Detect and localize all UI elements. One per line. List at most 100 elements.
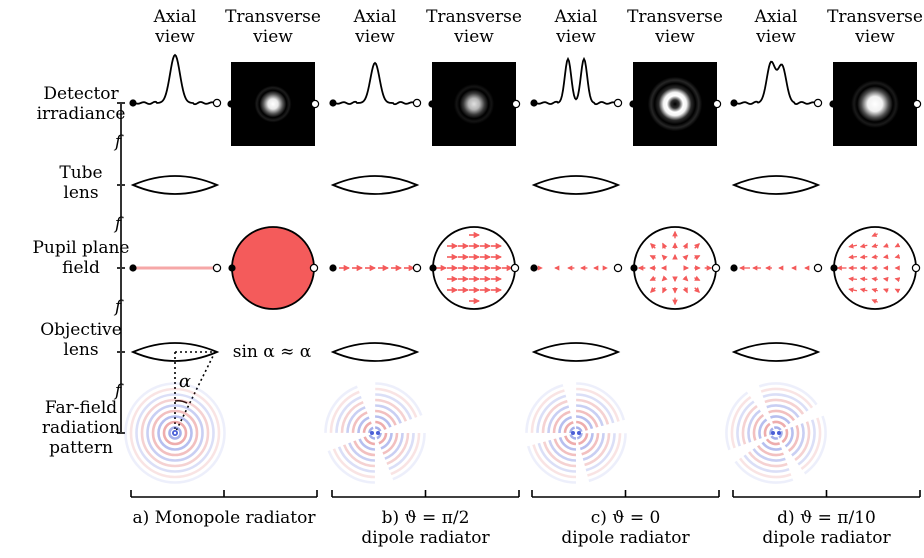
field-arrow [882, 254, 889, 260]
far-field-ring [747, 404, 805, 462]
far-field-ring [541, 398, 611, 468]
field-arrow [682, 275, 689, 282]
pupil-right-dot [911, 263, 921, 273]
focal-length-label: f [113, 132, 124, 152]
dipole-lobe [777, 431, 781, 435]
small-angle-approximation: sin α ≈ α [233, 342, 312, 362]
far-field-ring [146, 404, 204, 462]
far-field-ring [763, 420, 789, 446]
far-field-ring [346, 404, 404, 462]
far-field-pattern [124, 382, 226, 484]
detector-right-dot [310, 99, 320, 109]
far-field-ring [124, 382, 226, 484]
far-field-ring [157, 415, 193, 451]
far-field-ring [536, 393, 616, 473]
objective-lens [531, 342, 621, 362]
open-point-dot [412, 263, 422, 273]
far-field-ring [324, 382, 426, 484]
far-field-ring [741, 398, 811, 468]
objective-lens [731, 342, 821, 362]
tube-lens [531, 175, 621, 195]
detector-spot [446, 76, 502, 132]
pupil-circle [633, 226, 717, 310]
far-field-ring [730, 387, 822, 479]
field-arrow [650, 287, 656, 293]
field-arrow [871, 232, 879, 237]
pupil-left-dot [429, 264, 437, 272]
field-arrow [894, 253, 901, 259]
source-center [173, 431, 177, 435]
far-field-ring [769, 426, 783, 440]
far-field-ring [552, 409, 600, 457]
field-arrow [661, 275, 668, 282]
far-field-ring [168, 426, 182, 440]
axial-irradiance-curve [330, 61, 420, 106]
detector-left-dot [428, 100, 436, 108]
field-arrow [871, 276, 878, 282]
pupil-left-dot [228, 264, 236, 272]
column-caption: a) Monopole radiator [133, 508, 317, 528]
pupil-right-dot [711, 263, 721, 273]
detector-left-dot [629, 100, 637, 108]
field-arrow [871, 287, 878, 293]
pupil-field-disc [231, 226, 315, 310]
field-arrow [894, 242, 901, 248]
field-arrow [848, 254, 857, 260]
pupil-right-dot [309, 263, 319, 273]
focal-point-dot [730, 99, 738, 107]
field-arrow [894, 288, 901, 294]
detector-spot [245, 76, 301, 132]
detector-spot [845, 74, 905, 134]
far-field-ring [357, 415, 393, 451]
far-field-ring [362, 420, 388, 446]
axial-irradiance-curve [731, 60, 821, 105]
far-field-ring [135, 393, 215, 473]
far-field-ring [558, 415, 594, 451]
focal-point-dot [329, 99, 337, 107]
axial-irradiance-curve [130, 53, 220, 106]
dipole-lobe [771, 431, 775, 435]
detector-right-dot [912, 99, 922, 109]
field-arrow [894, 277, 901, 283]
focal-point-dot [530, 99, 538, 107]
field-arrow [871, 299, 879, 304]
focal-length-label: f [113, 381, 124, 401]
field-arrow [694, 255, 701, 261]
focal-point-dot [129, 264, 137, 272]
far-field-ring [547, 404, 605, 462]
far-field-pattern [324, 382, 426, 484]
far-field-ring [530, 387, 622, 479]
alpha-guide-diagonal [174, 351, 216, 434]
far-field-ring [335, 393, 415, 473]
alpha-label: α [179, 371, 191, 392]
dipole-lobe [571, 431, 575, 435]
far-field-ring [525, 382, 627, 484]
field-arrow [859, 243, 868, 249]
detector-left-dot [829, 100, 837, 108]
focal-point-dot [129, 99, 137, 107]
field-arrow [682, 287, 688, 294]
open-point-dot [412, 98, 422, 108]
tube-lens [130, 175, 220, 195]
far-field-ring [329, 387, 421, 479]
open-point-dot [613, 98, 623, 108]
pupil-left-dot [830, 264, 838, 272]
open-point-dot [813, 98, 823, 108]
far-field-ring [351, 409, 399, 457]
detector-right-dot [712, 99, 722, 109]
field-arrow [848, 287, 858, 293]
field-arrow [883, 242, 889, 248]
focal-point-dot [530, 264, 538, 272]
